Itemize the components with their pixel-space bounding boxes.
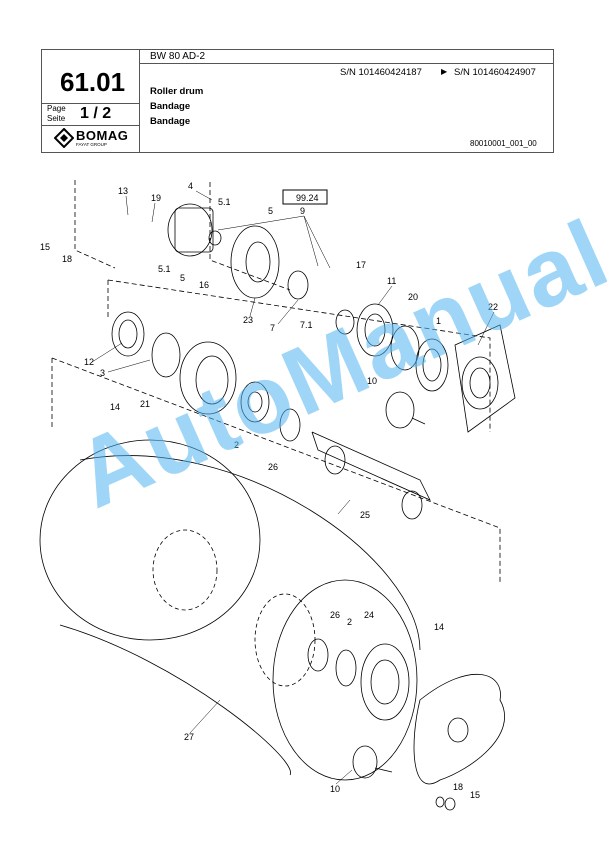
reference-box-label: 99.24	[296, 193, 319, 203]
callout-label: 9	[300, 206, 305, 216]
callout-label: 24	[364, 610, 374, 620]
callout-label: 1	[436, 316, 441, 326]
callout-label: 18	[453, 782, 463, 792]
callout-label: 13	[118, 186, 128, 196]
model-name: BW 80 AD-2	[150, 51, 206, 62]
callout-label: 20	[408, 292, 418, 302]
callout-label: 7	[270, 323, 275, 333]
serial-from: S/N 101460424187	[340, 67, 422, 78]
title-block: BW 80 AD-2 61.01 Page Seite 1 / 2 S/N 10…	[41, 49, 554, 153]
callout-label: 18	[62, 254, 72, 264]
callout-label: 2	[347, 617, 352, 627]
callout-label: 5	[180, 273, 185, 283]
section-number: 61.01	[60, 67, 126, 97]
callout-label: 10	[367, 376, 377, 386]
page-label-de: Seite	[47, 114, 66, 123]
callout-label: 14	[434, 622, 444, 632]
drawing-code: 80010001_001_00	[470, 139, 537, 148]
bomag-logo: BOMAG FAYAT GROUP	[54, 128, 134, 150]
callout-label: 5	[268, 206, 273, 216]
callout-label: 2	[234, 440, 239, 450]
callout-label: 25	[360, 510, 370, 520]
callout-label: 27	[184, 732, 194, 742]
callout-label: 7.1	[300, 320, 313, 330]
callout-label: 23	[243, 315, 253, 325]
callout-label: 17	[356, 260, 366, 270]
callout-label: 16	[199, 280, 209, 290]
logo-text: BOMAG	[76, 128, 129, 143]
title-block-divider	[139, 50, 140, 152]
title-fr: Bandage	[150, 116, 191, 127]
serial-arrow-icon: ▶	[441, 67, 448, 76]
serial-to: S/N 101460424907	[454, 67, 536, 78]
title-en: Roller drum	[150, 86, 204, 97]
logo-subtext: FAYAT GROUP	[76, 142, 107, 147]
exploded-view-drawing: 99.24 13 19 4 5.1 5 15 18 5.1 5 16 9 17 …	[39, 180, 516, 811]
callout-label: 19	[151, 193, 161, 203]
page-label-en: Page	[47, 104, 66, 113]
title-block-rule	[139, 63, 553, 64]
callout-label: 21	[140, 399, 150, 409]
callout-label: 4	[188, 181, 193, 191]
callout-label: 5.1	[218, 197, 231, 207]
callout-label: 11	[387, 276, 396, 286]
title-block-rule	[42, 103, 139, 104]
callout-label: 15	[40, 242, 50, 252]
bomag-diamond-icon	[54, 128, 74, 148]
title-block-rule	[42, 125, 139, 126]
callout-label: 26	[268, 462, 278, 472]
callout-label: 3	[100, 368, 105, 378]
callout-label: 14	[110, 402, 120, 412]
callout-label: 22	[488, 302, 498, 312]
callout-label: 12	[84, 357, 94, 367]
callout-label: 10	[330, 784, 340, 794]
callout-label: 5.1	[158, 264, 171, 274]
title-de: Bandage	[150, 101, 191, 112]
callout-label: 26	[330, 610, 340, 620]
page-number: 1 / 2	[80, 105, 112, 122]
callout-label: 15	[470, 790, 480, 800]
